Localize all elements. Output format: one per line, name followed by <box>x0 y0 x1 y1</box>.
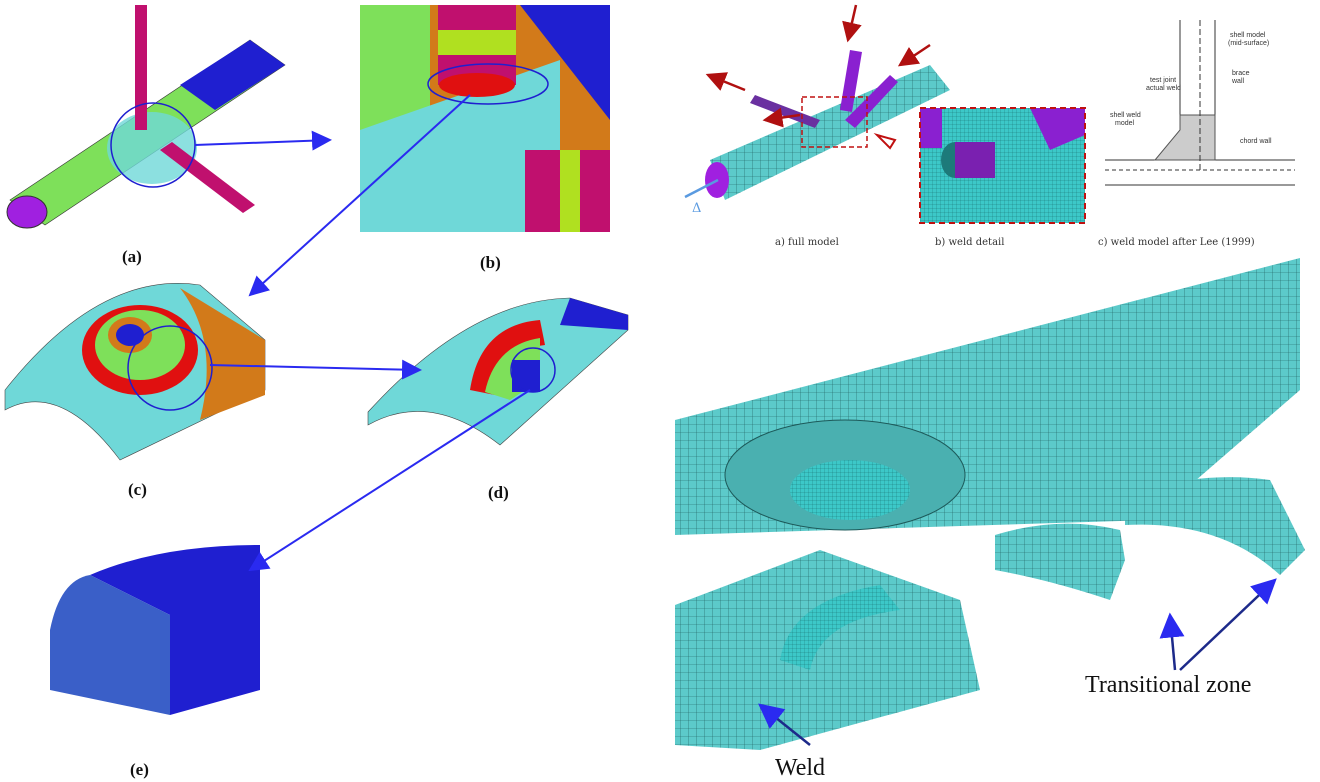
delta-symbol: Δ <box>692 201 701 216</box>
weld-model-diagram: shell model (mid-surface) test joint act… <box>1105 20 1295 186</box>
caption-full-model: a) full model <box>775 237 839 248</box>
weld-element-e <box>50 545 260 715</box>
weld-region-d <box>367 297 629 446</box>
svg-text:test joint: test joint <box>1150 77 1176 84</box>
svg-text:chord wall: chord wall <box>1240 138 1272 145</box>
weld-region-c <box>4 283 266 461</box>
svg-text:wall: wall <box>1231 78 1245 85</box>
weld-detail <box>919 107 1086 224</box>
svg-text:brace: brace <box>1232 70 1250 77</box>
transitional-zone-label: Transitional zone <box>1085 672 1252 698</box>
panel-label-b: (b) <box>480 253 501 272</box>
svg-text:actual weld: actual weld <box>1146 85 1181 92</box>
svg-text:shell model: shell model <box>1230 32 1266 39</box>
panel-label-c: (c) <box>128 480 147 499</box>
caption-weld-detail: b) weld detail <box>935 237 1005 248</box>
svg-text:shell weld: shell weld <box>1110 112 1141 119</box>
svg-text:model: model <box>1115 120 1135 127</box>
caption-weld-model: c) weld model after Lee (1999) <box>1098 237 1255 248</box>
connector-arrows <box>194 94 531 572</box>
svg-text:(mid-surface): (mid-surface) <box>1228 40 1269 47</box>
panel-label-d: (d) <box>488 483 509 502</box>
joint-model-a <box>6 5 286 229</box>
joint-zoom-b <box>360 5 610 232</box>
weld-label: Weld <box>775 755 826 781</box>
mesh-model <box>675 258 1305 750</box>
panel-label-a: (a) <box>122 247 142 266</box>
panel-label-e: (e) <box>130 760 149 779</box>
full-model: Δ <box>684 4 950 216</box>
